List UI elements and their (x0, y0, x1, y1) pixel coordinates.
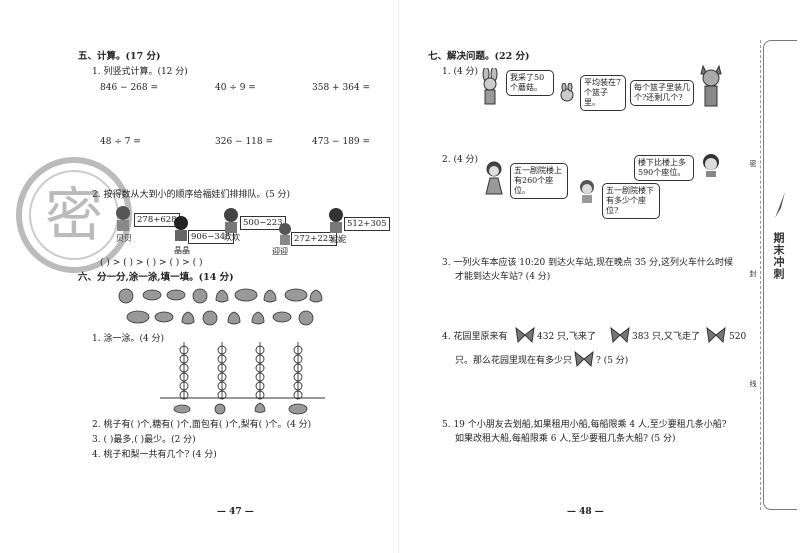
p1-label: 1. (4 分) (442, 67, 479, 77)
fuwa-jingjing-figure (174, 216, 188, 241)
box-yingying: 272+225 (291, 232, 337, 246)
name-beibei: 贝贝 (116, 234, 132, 243)
butterfly-icon (706, 326, 726, 344)
fuwa-yingying-figure (279, 223, 291, 245)
q6-1: 1. 涂一涂。(4 分) (92, 334, 165, 344)
p4-text-1: 4. 花园里原来有 (442, 332, 508, 342)
spine-char-3: 线 (749, 380, 757, 388)
box-beibei: 278+628 (134, 213, 180, 227)
boy-figure (703, 154, 719, 177)
butterfly-icon (610, 326, 630, 344)
small-rabbit-figure (560, 83, 574, 102)
spine-brand: 期末冲刺 (772, 232, 785, 280)
calc-4: 48 ÷ 7 = (100, 137, 141, 147)
fuwa-nini-figure (329, 208, 343, 233)
box-jingjing: 906−345 (188, 230, 234, 244)
bubble-p2-1: 五一剧院楼上有260个座位。 (510, 163, 568, 199)
butterfly-icon (515, 326, 535, 344)
wolf-figure (700, 64, 722, 107)
page-number-left: — 47 — (217, 507, 254, 517)
name-huanhuan: 欢欢 (224, 233, 240, 242)
svg-text:密: 密 (45, 181, 103, 249)
fuwa-huanhuan-figure (224, 208, 238, 233)
girl2-figure (580, 180, 594, 203)
p4-text-2: 432 只,飞来了 (537, 332, 596, 342)
p5-line1: 5. 19 个小朋友去划船,如果租用小船,每船限乘 4 人,至少要租几条小船? (442, 420, 727, 430)
calc-2: 40 ÷ 9 = (215, 83, 256, 93)
q6-2: 2. 桃子有( )个,糖有( )个,面包有( )个,梨有( )个。(4 分) (92, 420, 312, 430)
spine-char-1: 密 (749, 160, 757, 168)
bubble-p2-2: 楼下比楼上多590个座位。 (634, 155, 694, 181)
q6-4: 4. 桃子和梨一共有几个? (4 分) (92, 450, 217, 460)
section-6-title: 六、分一分,涂一涂,填一填。(14 分) (78, 272, 234, 283)
box-huanhuan: 500−223 (240, 216, 286, 230)
p4-text-5: 只。那么花园里现在有多少只 (455, 356, 573, 366)
secret-seal-stamp: 密 (16, 157, 132, 273)
bubble-p1-2: 平均装在7个篮子里。 (580, 75, 626, 111)
coloring-columns (179, 342, 303, 400)
spine-char-2: 封 (749, 270, 757, 278)
p4-text-4: 520 (729, 332, 747, 342)
butterfly-icon (574, 350, 594, 368)
section-7-title: 七、解决问题。(22 分) (428, 51, 530, 62)
name-yingying: 迎迎 (272, 247, 288, 256)
q5-2: 2. 按得数从大到小的顺序给福娃们排排队。(5 分) (92, 190, 291, 200)
p4-text-3: 383 只,又飞走了 (632, 332, 700, 342)
name-jingjing: 晶晶 (174, 246, 190, 255)
calc-1: 846 − 268 = (100, 83, 159, 93)
binding-tab (763, 40, 797, 510)
name-nini: 妮妮 (330, 235, 346, 244)
box-nini: 512+305 (344, 217, 390, 231)
calc-3: 358 + 364 = (312, 83, 371, 93)
page-gutter (398, 0, 399, 553)
p4-text-6: ? (5 分) (596, 356, 629, 366)
brand-logo (775, 192, 785, 218)
calc-5: 326 − 118 = (215, 137, 274, 147)
page-number-right: — 48 — (567, 507, 604, 517)
seal-line (760, 40, 761, 510)
bubble-p1-3: 每个篮子里装几个?还剩几个? (630, 80, 694, 106)
p5-line2: 如果改租大船,每船限乘 6 人,至少要租几条大船? (5 分) (455, 434, 676, 444)
bubble-p2-3: 五一剧院楼下有多少个座位? (602, 183, 660, 219)
q6-3: 3. ( )最多,( )最少。(2 分) (92, 435, 196, 445)
fuwa-beibei-figure (116, 206, 130, 231)
section-5-title: 五、计算。(17 分) (78, 51, 161, 62)
p2-label: 2. (4 分) (442, 155, 479, 165)
girl-figure (485, 161, 503, 195)
p3-line1: 3. 一列火车本应该 10:20 到达火车站,现在晚点 35 分,这列火车什么时… (442, 258, 734, 268)
column-baseline-icons (160, 397, 325, 415)
calc-6: 473 − 189 = (312, 137, 371, 147)
bubble-p1-1: 我采了50个蘑菇。 (506, 70, 554, 96)
order-blanks: ( ) > ( ) > ( ) > ( ) > ( ) (100, 258, 203, 268)
q5-1: 1. 列竖式计算。(12 分) (92, 67, 188, 77)
food-items-illustration (118, 288, 323, 326)
p3-line2: 才能到达火车站? (4 分) (455, 272, 551, 282)
rabbit-figure (482, 68, 498, 105)
